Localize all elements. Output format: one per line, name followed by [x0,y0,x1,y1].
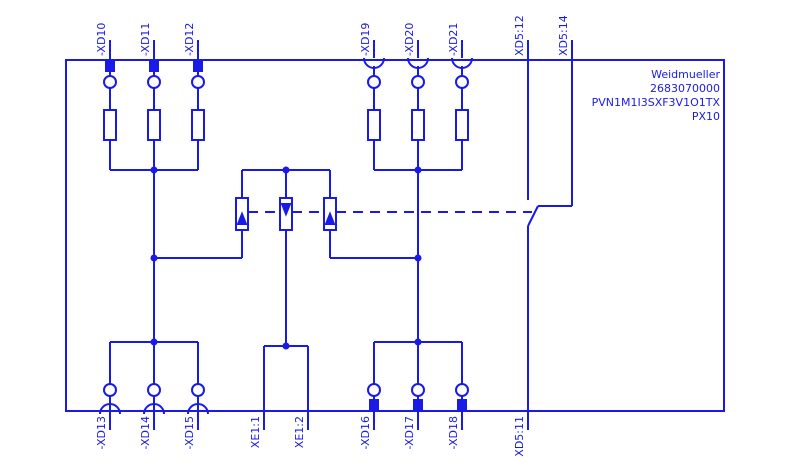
terminal-label: -XD12 [183,23,196,56]
relay-label-common: XD5:11 [513,416,526,457]
terminal-label: -XD11 [139,23,152,56]
terminal-label: -XD20 [403,23,416,56]
terminal-label: -XD17 [403,416,416,449]
device-designation: PX10 [692,110,720,123]
device-manufacturer: Weidmueller [651,68,720,81]
top-right-inputs [329,40,473,342]
terminal-label: XE1:2 [293,416,306,448]
terminal-label: XE1:1 [249,416,262,448]
terminal-label: -XD21 [447,23,460,56]
relay-label-no1: XD5:12 [513,15,526,56]
top-left-inputs [103,40,243,342]
terminal-label: -XD14 [139,416,152,449]
terminal-label: -XD16 [359,416,372,449]
terminal-label: -XD13 [95,416,108,449]
relay-label-no2: XD5:14 [557,15,570,56]
device-type-code: PVN1M1I3SXF3V1O1TX [592,96,721,109]
earth-terminals [263,345,309,430]
device-outline [65,59,725,412]
terminal-label: -XD15 [183,416,196,449]
relay-contact [527,40,573,430]
terminal-label: -XD18 [447,416,460,449]
bottom-left-outputs [99,338,209,430]
terminal-label: -XD10 [95,23,108,56]
protection-elements [235,166,532,350]
terminal-label: -XD19 [359,23,372,56]
device-article-number: 2683070000 [650,82,720,95]
bottom-right-outputs [367,338,469,430]
